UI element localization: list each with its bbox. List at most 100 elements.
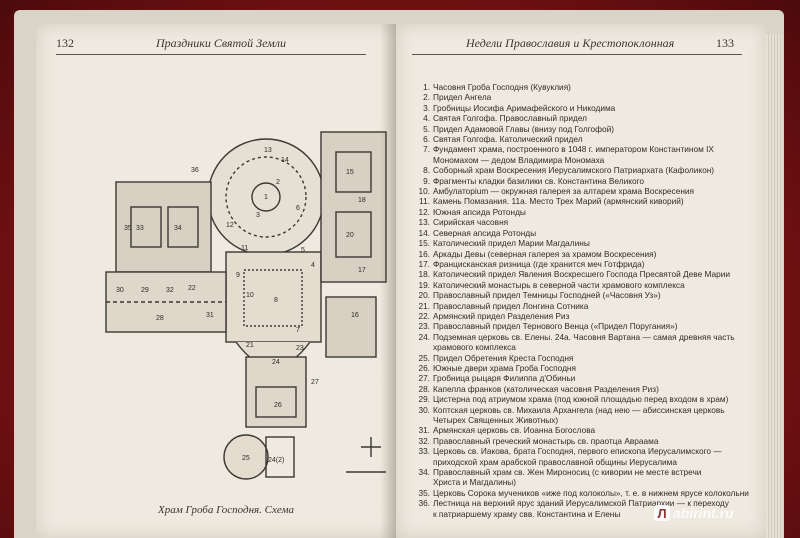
plan-label: 35	[124, 225, 132, 232]
plan-label: 13	[264, 147, 272, 154]
south-stair	[255, 386, 297, 418]
plan-label: 28	[156, 315, 164, 322]
plan-label: 18	[358, 197, 366, 204]
legend-number: 8.	[423, 165, 430, 176]
legend-text: Церковь Сорока мучеников «иже под колоко…	[433, 487, 749, 498]
legend-item: 33.Церковь св. Иакова, брата Господня, п…	[412, 446, 752, 456]
legend-item: 5.Придел Адамовой Главы (внизу под Голго…	[412, 124, 752, 134]
crypt-annex	[265, 436, 295, 478]
legend-number: 22.	[418, 310, 430, 321]
legend-number	[412, 477, 433, 487]
right-page-number: 133	[716, 36, 734, 50]
left-page: 132 Праздники Святой Земли	[36, 24, 396, 538]
legend-number: 20.	[418, 290, 430, 301]
west-block	[115, 181, 212, 273]
legend-item: 17.Францисканская ризница (где хранится …	[412, 259, 752, 269]
legend-number: 19.	[418, 279, 430, 290]
plan-label: 29	[141, 287, 149, 294]
legend-text: Амбулаторium — окружная галерея за алтар…	[433, 186, 695, 197]
legend-item: 26.Южные двери храма Гроба Господня	[412, 363, 752, 373]
open-book: 132 Праздники Святой Земли	[14, 10, 784, 538]
legend-number: 28.	[418, 383, 430, 394]
legend-item: 6.Святая Голгофа. Католический придел	[412, 134, 752, 144]
legend-text: Католический придел Марии Магдалины	[433, 238, 590, 249]
legend-text: Мономахом — дедом Владимира Мономаха	[433, 154, 605, 165]
legend-item: Четырех Священных Животных)	[412, 415, 752, 425]
legend-number: 10.	[418, 186, 430, 197]
legend-number: 15.	[418, 238, 430, 249]
left-page-number: 132	[56, 36, 74, 50]
plan-label: 36	[191, 167, 199, 174]
left-header-rule	[56, 54, 366, 55]
legend-number: 27.	[418, 373, 430, 384]
legend-number: 21.	[418, 300, 430, 311]
legend-number: 31.	[418, 425, 430, 436]
plan-label: 10	[246, 292, 254, 299]
legend-item: 10.Амбулаторium — окружная галерея за ал…	[412, 186, 752, 196]
legend-item: 21.Православный придел Лонгина Сотника	[412, 301, 752, 311]
legend-text: Святая Голгофа. Православный придел	[433, 113, 588, 124]
plan-label: 32	[166, 287, 174, 294]
legend-text: Цистерна под атриумом храма (под южной п…	[433, 394, 729, 405]
legend-number: 30.	[418, 404, 430, 415]
legend-item: 4.Святая Голгофа. Православный придел	[412, 113, 752, 123]
legend-item: 29.Цистерна под атриумом храма (под южно…	[412, 394, 752, 404]
legend-number: 17.	[418, 258, 430, 269]
plan-label: 3	[256, 212, 260, 219]
legend-text: Православный греческий монастырь св. пра…	[433, 435, 659, 446]
legend-text: Армянский придел Разделения Риз	[433, 310, 570, 321]
plan-label: 9	[236, 272, 240, 279]
plan-label: 24(2)	[268, 457, 284, 464]
left-running-head: Праздники Святой Земли	[156, 36, 286, 50]
legend-item: 18.Католический придел Явления Воскресше…	[412, 269, 752, 279]
legend-item: 1.Часовня Гроба Господня (Кувуклия)	[412, 82, 752, 92]
legend-number: 25.	[418, 352, 430, 363]
legend-number: 16.	[418, 248, 430, 259]
legend-item: 15.Католический придел Марии Магдалины	[412, 238, 752, 248]
plan-label: 6	[296, 205, 300, 212]
legend-item: 14.Северная апсида Ротонды	[412, 228, 752, 238]
legend-item: 12.Южная апсида Ротонды	[412, 207, 752, 217]
legend-number	[412, 155, 433, 165]
legend-text: Придел Адамовой Главы (внизу под Голгофо…	[433, 123, 615, 134]
legend-number: 14.	[418, 227, 430, 238]
plan-label: 30	[116, 287, 124, 294]
plan-label: 20	[346, 232, 354, 239]
catholicon-inner	[243, 269, 303, 327]
legend-number: 12.	[418, 206, 430, 217]
plan-label: 33	[136, 225, 144, 232]
rotunda-colonnade	[225, 156, 307, 238]
plan-label: 24	[272, 359, 280, 366]
legend-text: Гробница рыцаря Филиппа д'Обиньи	[433, 373, 576, 384]
north-block	[320, 131, 387, 283]
legend-text: Францисканская ризница (где хранится меч…	[433, 258, 645, 269]
legend-number	[412, 457, 433, 467]
legend-text: Соборный храм Воскресения Иерусалимского…	[433, 165, 715, 176]
legend-number: 35.	[418, 487, 430, 498]
plan-label: 12	[226, 222, 234, 229]
legend-text: храмового комплекса	[433, 342, 516, 353]
plan-label: 22	[188, 285, 196, 292]
legend-number: 34.	[418, 467, 430, 478]
plan-label: 23	[296, 345, 304, 352]
legend-item: 34.Православный храм св. Жен Мироносиц (…	[412, 467, 752, 477]
legend-item: 36.Лестница на верхний ярус зданий Иерус…	[412, 498, 752, 508]
legend-number	[412, 509, 433, 519]
legend-text: Православный придел Лонгина Сотника	[433, 300, 589, 311]
legend-item: Мономахом — дедом Владимира Мономаха	[412, 155, 752, 165]
legend-item: 11.Камень Помазания. 11а. Место Трех Мар…	[412, 196, 752, 206]
figure-caption: Храм Гроба Господня. Схема	[158, 504, 294, 516]
legend-number: 23.	[418, 321, 430, 332]
plan-label: 25	[242, 455, 250, 462]
church-floor-plan: 1 13 36 15 11 12 3 20 33 34 22 16 10 28 …	[105, 131, 387, 480]
legend-number	[412, 342, 433, 352]
legend-text: Аркады Девы (северная галерея за храмом …	[433, 248, 657, 259]
plan-label: 26	[274, 402, 282, 409]
legend-item: к патриаршему храму свв. Константина и Е…	[412, 509, 752, 519]
plan-label: 16	[351, 312, 359, 319]
legend-item: 16.Аркады Девы (северная галерея за храм…	[412, 249, 752, 259]
legend-number: 36.	[418, 498, 430, 509]
right-running-head: Недели Православия и Крестопоклонная	[466, 36, 675, 50]
legend-text: Лестница на верхний ярус зданий Иерусали…	[433, 498, 729, 509]
right-header-rule	[412, 54, 742, 55]
